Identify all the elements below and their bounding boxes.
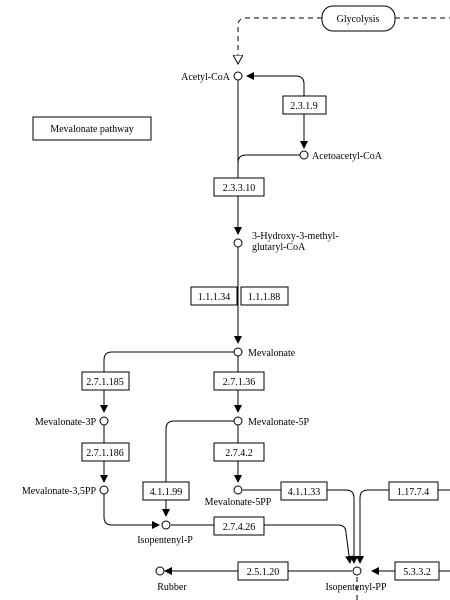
- enzyme-4-1-1-99[interactable]: [142, 481, 190, 501]
- enzyme-4-1-1-33-label: 4.1.1.33: [288, 487, 321, 498]
- enzyme-1-1-1-88-label: 1.1.1.88: [248, 292, 281, 303]
- compound-mevalonate-35pp-label: Mevalonate-3,5PP: [22, 486, 97, 497]
- compound-acetyl-coa[interactable]: [233, 71, 243, 81]
- compound-hmg-coa[interactable]: [233, 238, 243, 248]
- enzyme-2-5-1-20-label: 2.5.1.20: [247, 567, 280, 578]
- enzyme-2-7-4-26-label: 2.7.4.26: [223, 522, 256, 533]
- enzyme-2-3-3-10-label: 2.3.3.10: [223, 183, 256, 194]
- enzyme-2-7-4-26[interactable]: [213, 516, 265, 536]
- edge-acetoacetyl-to-acetyl: [246, 72, 305, 96]
- enzyme-2-3-1-9[interactable]: [282, 95, 327, 115]
- enzyme-2-3-1-9-label: 2.3.1.9: [290, 101, 318, 112]
- enzyme-2-7-1-185-label: 2.7.1.185: [86, 377, 124, 388]
- edge-mev5pp-to-isopentenyl-pp: [243, 489, 358, 564]
- compound-isopentenyl-pp[interactable]: [352, 566, 362, 576]
- pathway-title-box: [32, 116, 152, 141]
- compound-mevalonate-5pp-label: Mevalonate-5PP: [205, 497, 272, 508]
- enzyme-5-3-3-2[interactable]: [394, 561, 440, 581]
- compound-mevalonate-35pp[interactable]: [99, 485, 109, 495]
- enzyme-1-1-1-34-label: 1.1.1.34: [198, 292, 231, 303]
- enzyme-5-3-3-2-label: 5.3.3.2: [403, 567, 431, 578]
- enzyme-2-7-4-2-label: 2.7.4.2: [225, 448, 253, 459]
- compound-acetoacetyl-coa[interactable]: [299, 150, 309, 160]
- glycolysis-map-link[interactable]: [321, 5, 396, 32]
- enzyme-2-7-1-186[interactable]: [81, 442, 130, 462]
- enzyme-4-1-1-99-label: 4.1.1.99: [150, 487, 183, 498]
- compound-hmg-coa-label-line2: glutaryl-CoA: [252, 242, 306, 253]
- compound-isopentenyl-p[interactable]: [161, 520, 171, 530]
- compound-rubber-label: Rubber: [157, 582, 187, 593]
- compound-acetoacetyl-coa-label: Acetoacetyl-CoA: [312, 151, 383, 162]
- enzyme-1-1-1-88[interactable]: [240, 286, 289, 306]
- compound-mevalonate-3p[interactable]: [99, 416, 109, 426]
- enzyme-2-7-4-2[interactable]: [213, 442, 265, 462]
- compound-isopentenyl-p-label: Isopentenyl-P: [137, 535, 193, 546]
- enzyme-2-7-1-186-label: 2.7.1.186: [86, 448, 124, 459]
- compound-rubber[interactable]: [155, 566, 165, 576]
- compound-acetyl-coa-label: Acetyl-CoA: [181, 72, 231, 83]
- edge-mev35pp-to-isopentenyl-p: [103, 494, 160, 529]
- enzyme-4-1-1-33[interactable]: [280, 481, 328, 501]
- pathway-title: Mevalonate pathway: [50, 124, 134, 135]
- edge-acetoacetyl-join: [237, 154, 300, 164]
- compound-isopentenyl-pp-label: Isopentenyl-PP: [325, 582, 387, 593]
- compound-mevalonate[interactable]: [233, 347, 243, 357]
- enzyme-2-7-1-185[interactable]: [81, 371, 130, 391]
- compound-hmg-coa-label-line1: 3-Hydroxy-3-methyl-: [252, 231, 339, 242]
- glycolysis-map-label: Glycolysis: [337, 14, 380, 25]
- edge-mevalonate-to-mev3p: [100, 351, 234, 413]
- enzyme-2-7-1-36[interactable]: [213, 371, 265, 391]
- edge-isopentenyl-p-to-pp: [171, 524, 354, 564]
- compound-mevalonate-5p-label: Mevalonate-5P: [248, 417, 310, 428]
- compound-mevalonate-3p-label: Mevalonate-3P: [35, 417, 97, 428]
- enzyme-1-17-7-4[interactable]: [388, 481, 439, 501]
- compound-mevalonate-5p[interactable]: [233, 416, 243, 426]
- edge-hmbpp-to-isopentenyl-pp: [356, 489, 450, 564]
- enzyme-1-1-1-34[interactable]: [190, 286, 238, 306]
- compound-mevalonate-5pp[interactable]: [233, 485, 243, 495]
- enzyme-2-5-1-20[interactable]: [237, 561, 289, 581]
- enzyme-1-17-7-4-label: 1.17.7.4: [397, 487, 430, 498]
- enzyme-2-7-1-36-label: 2.7.1.36: [223, 377, 256, 388]
- edge-mev5p-to-isopentenyl-p: [162, 420, 234, 517]
- enzyme-2-3-3-10[interactable]: [213, 177, 265, 197]
- glycolysis-link-to-acetyl-coa: [238, 17, 322, 64]
- compound-mevalonate-label: Mevalonate: [248, 348, 296, 359]
